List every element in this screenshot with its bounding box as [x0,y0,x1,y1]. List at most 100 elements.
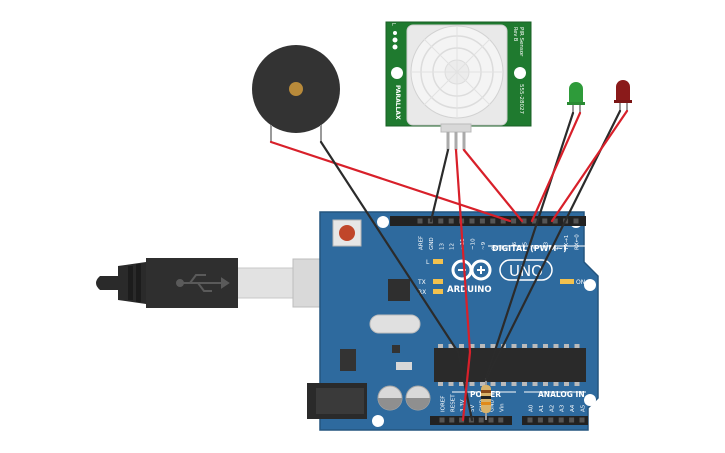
pin-label: A1 [539,405,545,412]
pin-hole[interactable] [479,218,485,224]
pin-hole[interactable] [548,417,554,423]
green-led[interactable] [567,82,585,113]
model-label: UNO [509,262,543,280]
pin-label: A3 [560,404,566,412]
wire-pir-signal[interactable] [462,148,524,223]
voltage-regulator [340,349,356,371]
pin-hole[interactable] [579,417,585,423]
pin-label: A4 [570,404,576,412]
pin-hole[interactable] [558,417,564,423]
led-l-label: L [426,259,430,266]
wire-pir-power[interactable] [454,148,472,422]
dc-jack-inner [316,388,364,414]
pin-label: TX→1 [564,235,570,251]
mount-hole [377,216,389,228]
pin-hole[interactable] [531,218,537,224]
pin-label: 8 [491,246,497,250]
pir-jumper-label: L [390,23,396,26]
pin-hole[interactable] [573,218,579,224]
pir-sensor[interactable]: L PARALLAX PIR Sensor Rev B 555-28027 [385,21,532,150]
resistor[interactable] [481,378,491,420]
led-rx-label: RX [418,289,426,296]
on-label: ON [576,279,585,286]
pin-hole[interactable] [438,218,444,224]
pin-label: 5V [470,405,476,412]
pin-hole[interactable] [449,417,455,423]
pin-label: A0 [529,404,535,412]
mount-hole [584,279,596,291]
microcontroller-chip [434,348,586,382]
pin-label: ~10 [471,238,477,250]
usb-chip [388,279,410,301]
pin-hole[interactable] [552,218,558,224]
wire-red-led-anode[interactable] [550,109,629,223]
pin-label: IOREF [441,396,447,412]
pin-hole[interactable] [488,417,494,423]
pin-label: A5 [581,404,587,412]
pir-rev-label: Rev B [512,27,518,42]
pin-hole[interactable] [469,218,475,224]
led-tx-label: TX [417,279,426,286]
pir-pin-header [440,123,472,133]
capacitor-stripe [406,398,430,410]
pir-mount-hole [514,67,526,79]
pin-label: A2 [549,405,555,412]
chip-pins [438,344,580,386]
pin-label: 7 [502,246,508,250]
reset-button-cap[interactable] [339,225,355,241]
pin-hole[interactable] [448,218,454,224]
pin-hole[interactable] [537,417,543,423]
pin-hole[interactable] [527,417,533,423]
pir-title-label: PIR Sensor [518,27,524,57]
piezo-buzzer[interactable] [252,45,340,142]
pin-hole[interactable] [459,417,465,423]
wire-buzzer-signal[interactable] [269,140,512,223]
crystal-oscillator [369,314,421,334]
wire-pir-ground[interactable] [429,148,450,223]
pin-hole[interactable] [511,218,517,224]
pin-hole[interactable] [478,417,484,423]
smd-component [396,362,412,370]
buzzer-center [289,82,303,96]
usb-grip-ridge [128,266,133,300]
mount-hole [372,415,384,427]
pin-hole[interactable] [500,218,506,224]
pin-hole[interactable] [569,417,575,423]
analog-pin-labels: A0 A1 A2 A3 A4 A5 [529,404,587,412]
wires [269,109,629,422]
pin-label: GND [490,399,496,412]
pin-label: Vin [499,403,505,412]
pin-label: 13 [439,243,445,250]
pir-part-label: 555-28027 [518,84,524,114]
pir-mount-hole [391,67,403,79]
pin-hole[interactable] [417,218,423,224]
led-tx [433,279,443,284]
uno-badge [499,259,553,281]
pin-label: 2 [554,247,560,251]
usb-cable-neck [236,267,294,299]
green-led-body [569,82,583,104]
wire-buzzer-ground[interactable] [319,140,474,422]
mount-hole [584,394,596,406]
wire-green-led-anode[interactable] [530,111,582,223]
pin-hole[interactable] [439,417,445,423]
pin-label: ~9 [481,241,487,250]
brand-label: ARDUINO [447,285,492,295]
red-led[interactable] [614,80,632,111]
power-led [560,279,574,284]
usb-grip-ridge [136,264,141,302]
analog-header [522,416,588,425]
wire-green-led-cathode[interactable] [484,111,575,380]
pin-hole[interactable] [490,218,496,224]
usb-cable-end [96,276,118,290]
arduino-logo-icon [451,259,492,281]
pin-hole[interactable] [521,218,527,224]
smd-component [392,345,400,353]
pin-hole[interactable] [498,417,504,423]
pin-label: GND [429,237,435,250]
capacitor-stripe [378,398,402,410]
pin-label: RX←0 [575,234,581,250]
pin-hole[interactable] [542,218,548,224]
